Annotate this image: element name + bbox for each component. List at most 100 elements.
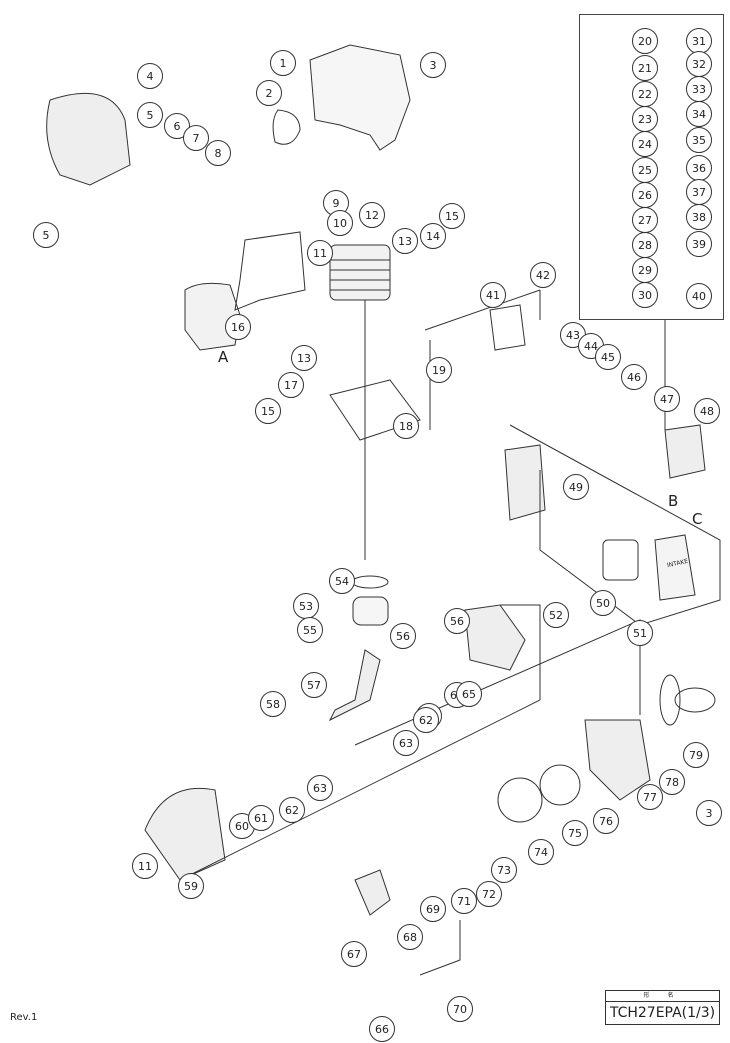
heat-shield-part <box>234 231 306 311</box>
label-79-part <box>674 687 716 713</box>
callout-30: 30 <box>632 282 658 308</box>
callout-17: 17 <box>278 372 304 398</box>
callout-41: 41 <box>480 282 506 308</box>
callout-1: 1 <box>270 50 296 76</box>
top-cover-part <box>309 44 411 151</box>
starter-case-part <box>584 719 651 801</box>
model-number: TCH27EPA(1/3) <box>609 1005 716 1021</box>
callout-49: 49 <box>563 474 589 500</box>
callout-73: 73 <box>491 857 517 883</box>
callout-76: 76 <box>593 808 619 834</box>
callout-59: 59 <box>178 873 204 899</box>
callout-51: 51 <box>627 620 653 646</box>
callout-36: 36 <box>686 155 712 181</box>
callout-5: 5 <box>137 102 163 128</box>
callout-40: 40 <box>686 283 712 309</box>
callout-55: 55 <box>297 617 323 643</box>
carburetor-part <box>664 424 706 479</box>
callout-52: 52 <box>543 602 569 628</box>
callout-23: 23 <box>632 106 658 132</box>
callout-57: 57 <box>301 672 327 698</box>
callout-35: 35 <box>686 127 712 153</box>
pulley-part <box>497 777 543 823</box>
callout-45: 45 <box>595 344 621 370</box>
callout-39: 39 <box>686 231 712 257</box>
callout-13: 13 <box>392 228 418 254</box>
callout-22: 22 <box>632 81 658 107</box>
starter-handle-part <box>659 674 681 726</box>
callout-78: 78 <box>659 769 685 795</box>
callout-24: 24 <box>632 131 658 157</box>
callout-10: 10 <box>327 210 353 236</box>
callout-67: 67 <box>341 941 367 967</box>
reference-letter-b: B <box>668 492 679 510</box>
callout-12: 12 <box>359 202 385 228</box>
callout-8: 8 <box>205 140 231 166</box>
filter-element-part <box>602 539 639 581</box>
callout-48: 48 <box>694 398 720 424</box>
carburetor-detail-inset <box>579 14 724 320</box>
callout-11: 11 <box>307 240 333 266</box>
callout-58: 58 <box>260 691 286 717</box>
callout-50: 50 <box>590 590 616 616</box>
callout-5: 5 <box>33 222 59 248</box>
callout-47: 47 <box>654 386 680 412</box>
callout-71: 71 <box>451 888 477 914</box>
callout-63: 63 <box>393 730 419 756</box>
callout-11: 11 <box>132 853 158 879</box>
callout-63: 63 <box>307 775 333 801</box>
callout-37: 37 <box>686 179 712 205</box>
callout-61: 61 <box>248 805 274 831</box>
callout-56: 56 <box>444 608 470 634</box>
callout-13: 13 <box>291 345 317 371</box>
reference-letter-a: A <box>218 348 229 366</box>
callout-20: 20 <box>632 28 658 54</box>
callout-74: 74 <box>528 839 554 865</box>
air-cleaner-cover-part <box>654 534 696 601</box>
callout-43: 43 <box>560 322 586 348</box>
callout-34: 34 <box>686 101 712 127</box>
crankshaft-part <box>328 649 381 722</box>
callout-2: 2 <box>256 80 282 106</box>
reference-letter-c: C <box>692 510 703 528</box>
callout-65: 65 <box>456 681 482 707</box>
callout-7: 7 <box>183 125 209 151</box>
callout-25: 25 <box>632 157 658 183</box>
callout-26: 26 <box>632 182 658 208</box>
callout-75: 75 <box>562 820 588 846</box>
callout-29: 29 <box>632 257 658 283</box>
callout-6: 6 <box>164 113 190 139</box>
callout-77: 77 <box>637 784 663 810</box>
callout-66: 66 <box>369 1016 395 1042</box>
callout-62: 62 <box>279 797 305 823</box>
callout-3: 3 <box>696 800 722 826</box>
callout-72: 72 <box>476 881 502 907</box>
clutch-part <box>354 869 391 916</box>
callout-15: 15 <box>255 398 281 424</box>
callout-33: 33 <box>686 76 712 102</box>
gasket-part <box>329 379 421 441</box>
cover-plate-part <box>272 109 301 145</box>
cylinder-part <box>329 244 391 301</box>
callout-68: 68 <box>397 924 423 950</box>
model-title-block: 形 名 TCH27EPA(1/3) <box>605 990 720 1025</box>
callout-19: 19 <box>426 357 452 383</box>
callout-18: 18 <box>393 413 419 439</box>
muffler-cover-part <box>46 92 131 186</box>
callout-28: 28 <box>632 232 658 258</box>
crankcase-left-part <box>144 787 226 881</box>
callout-69: 69 <box>420 896 446 922</box>
callout-15: 15 <box>439 203 465 229</box>
recoil-spring-part <box>539 764 581 806</box>
callout-42: 42 <box>530 262 556 288</box>
callout-53: 53 <box>293 593 319 619</box>
callout-21: 21 <box>632 55 658 81</box>
insulator-part <box>489 304 526 351</box>
piston-part <box>352 596 389 626</box>
model-header: 形 名 <box>606 991 719 1002</box>
callout-62: 62 <box>413 707 439 733</box>
revision-label: Rev.1 <box>10 1012 38 1023</box>
callout-56: 56 <box>390 623 416 649</box>
